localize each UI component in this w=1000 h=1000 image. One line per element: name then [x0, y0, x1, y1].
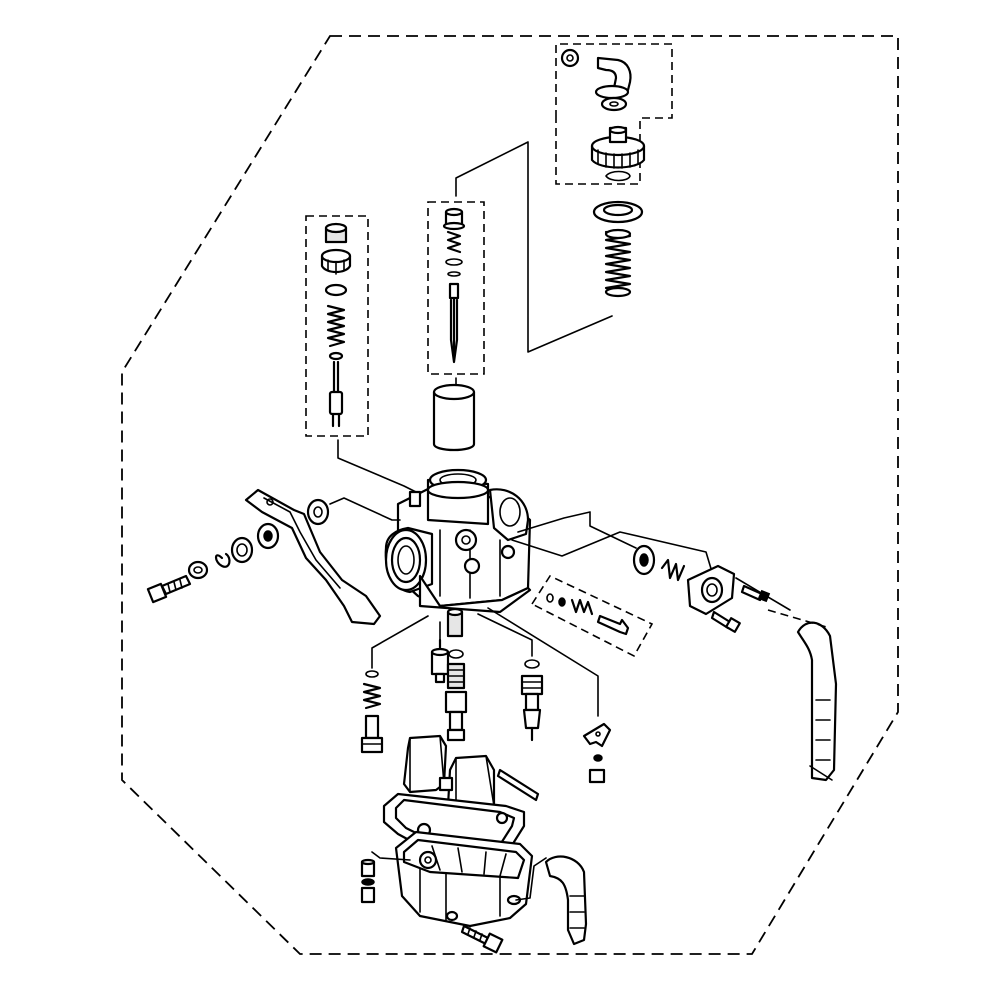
jet-needle-group-frame [427, 201, 485, 375]
bracket-part [686, 564, 736, 616]
pilot-spring-part [570, 598, 594, 616]
starter-plunger-group-frame [305, 215, 369, 437]
leader-line-drain [515, 857, 547, 901]
washer-small-part [558, 597, 566, 607]
plunger-washer-part [324, 283, 348, 297]
lever-lockwasher-part [214, 552, 231, 568]
plunger-nut-part [320, 222, 352, 275]
lever-bolt-part [146, 574, 192, 604]
bracket-screw-top-part [740, 584, 771, 603]
float-chamber-part [394, 830, 534, 928]
throttle-slide-part [432, 383, 476, 452]
o-ring-small-part [546, 593, 554, 603]
leader-line-hose-right [767, 609, 831, 629]
throttle-cap-part [590, 125, 646, 169]
throttle-seal-part [592, 200, 644, 224]
drain-hose-bottom-part [544, 855, 588, 946]
idle-spring-part [660, 558, 686, 582]
main-jet-holder-part [444, 649, 468, 742]
pilot-screw-group-frame [530, 574, 654, 658]
jet-needle-part [448, 282, 460, 364]
needle-clip-part [445, 258, 463, 277]
washer-part [600, 96, 628, 112]
drain-screw-part [460, 924, 504, 954]
leader-line-lever [329, 497, 401, 521]
assembly-boundary [121, 35, 899, 955]
pilot-screw-part [596, 614, 630, 636]
throttle-spring-part [604, 228, 632, 298]
throttle-lever-part [244, 488, 382, 626]
starter-plunger-part [328, 360, 344, 428]
float-pin-part [496, 768, 540, 802]
lever-spacer-part [230, 536, 254, 564]
lever-bush-part [256, 522, 280, 550]
slow-jet-part [520, 659, 544, 742]
carburetor-body [384, 468, 532, 638]
idle-adjust-group [632, 544, 771, 633]
leader-line-plunger [337, 439, 417, 493]
leader-line-bottom-right [477, 613, 533, 657]
leader-line-right [517, 511, 637, 549]
leader-line-idle [735, 577, 791, 611]
starter-plunger-group [305, 215, 369, 437]
bowl-screw-part [360, 858, 376, 904]
leader-line-cap [455, 141, 613, 353]
plunger-spring-part [326, 304, 346, 361]
pilot-screw-group [530, 574, 654, 658]
idle-cap-part [632, 544, 656, 576]
drain-hose-right-part [796, 621, 838, 782]
air-jet-assembly [360, 670, 384, 754]
needle-jet-part [430, 638, 450, 684]
top-cap-group [555, 43, 673, 185]
float-bracket-part [582, 722, 612, 784]
needle-holder-part [442, 207, 466, 231]
leader-line-bowl [371, 851, 411, 861]
leader-line-bottom-left [371, 615, 429, 669]
elbow-fitting-part [594, 56, 632, 100]
jet-needle-group [427, 201, 485, 375]
bracket-screw-bottom-part [710, 610, 741, 633]
lever-nut-part [187, 560, 209, 580]
leader-line-right-2 [511, 531, 713, 573]
circlip-part [605, 170, 631, 182]
needle-spring-part [446, 230, 462, 254]
lever-washer-part [306, 498, 330, 526]
leader-line-bottom-far-right [487, 607, 599, 717]
nut-part [560, 48, 580, 68]
top-cap-group-frame [555, 43, 673, 185]
